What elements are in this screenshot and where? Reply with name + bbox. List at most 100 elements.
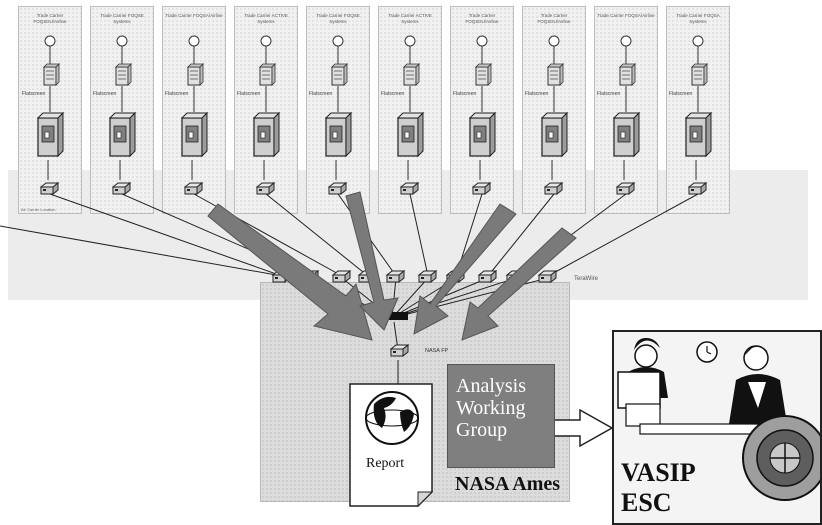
group-line: Analysis: [456, 375, 526, 397]
tower-server-icon: [685, 112, 712, 157]
device-label: Flatscreen: [165, 91, 189, 97]
column-label: Trade Carrier FOQSE Systems: [316, 13, 360, 24]
node-circle-icon: [620, 35, 632, 47]
tower-server-icon: [613, 112, 640, 157]
server-label: NASA FP: [425, 348, 449, 354]
network-router-icon: [544, 182, 563, 195]
flow-arrow: [553, 408, 614, 448]
terawire-label: TeraWire: [574, 276, 599, 282]
column-device-group: [469, 35, 496, 195]
network-router-icon: [472, 182, 491, 195]
device-label: Flatscreen: [525, 91, 549, 97]
network-router-icon: [332, 270, 351, 283]
airline-column: Trade Carrier FOQSDU/Airline: [522, 6, 586, 214]
flow-arrows: [207, 191, 577, 341]
network-router-icon: [616, 182, 635, 195]
flow-arrow: [207, 203, 373, 341]
network-router-icon: [184, 182, 203, 195]
node-circle-icon: [44, 35, 56, 47]
tower-server-icon: [37, 112, 64, 157]
network-router-icon: [386, 270, 405, 283]
device-label: Flatscreen: [309, 91, 333, 97]
tower-server-icon: [181, 112, 208, 157]
monitor-icon: [187, 63, 204, 86]
globe-icon: [365, 391, 419, 445]
group-line: Group: [456, 419, 508, 441]
monitor-icon: [619, 63, 636, 86]
airline-column: Trade Carrier FOQSA/Airline: [162, 6, 226, 214]
monitor-icon: [475, 63, 492, 86]
flow-arrow: [413, 203, 517, 335]
vasip-line: VASIP: [621, 458, 696, 487]
column-label: Trade Carrier FOQSA/Airline: [597, 13, 655, 18]
column-label: Trade Carrier FOQSDU/Airline: [33, 13, 67, 24]
device-label: Flatscreen: [237, 91, 261, 97]
column-device-group: [37, 35, 64, 195]
flow-arrow: [345, 191, 399, 331]
analysis-working-group-label: Analysis Working Group: [456, 375, 526, 441]
flow-arrow: [461, 227, 577, 341]
network-router-icon: [538, 270, 557, 283]
column-label: Trade Carrier FOQSE Systems: [100, 13, 144, 24]
network-router-icon: [478, 270, 497, 283]
column-device-group: [109, 35, 136, 195]
device-label: Flatscreen: [93, 91, 117, 97]
column-label: Trade Carrier FOQSDU/Airline: [537, 13, 571, 24]
nasa-ames-label: NASA Ames: [455, 473, 561, 495]
central-hub: [378, 312, 408, 320]
column-device-group: [181, 35, 208, 195]
network-router-icon: [688, 182, 707, 195]
monitor-icon: [403, 63, 420, 86]
column-device-group: [397, 35, 424, 195]
node-circle-icon: [116, 35, 128, 47]
vasip-esc-title: VASIP ESC: [621, 458, 696, 518]
monitor-icon: [259, 63, 276, 86]
device-label: Flatscreen: [597, 91, 621, 97]
column-devices: [37, 35, 712, 195]
node-circle-icon: [332, 35, 344, 47]
device-label: Flatscreen: [381, 91, 405, 97]
air-carrier-location-label: Air Carrier Location: [21, 207, 56, 212]
network-router-icon: [256, 182, 275, 195]
monitor-icon: [547, 63, 564, 86]
tower-server-icon: [325, 112, 352, 157]
column-label: Trade Carrier ACTIVE Systems: [388, 13, 432, 24]
report-label: Report: [366, 456, 405, 471]
tower-server-icon: [469, 112, 496, 157]
monitor-icon: [43, 63, 60, 86]
device-label: Flatscreen: [453, 91, 477, 97]
column-label: Trade Carrier FOQSA/Airline: [165, 13, 223, 18]
network-router-icon: [400, 182, 419, 195]
column-label: Trade Carrier FOQSDU/Airline: [465, 13, 499, 24]
network-router-icon: [390, 344, 409, 357]
column-label: Trade Carrier FOQSA Systems: [676, 13, 720, 24]
column-device-group: [685, 35, 712, 195]
node-circle-icon: [476, 35, 488, 47]
network-router-icon: [40, 182, 59, 195]
column-device-group: [253, 35, 280, 195]
node-circle-icon: [260, 35, 272, 47]
tower-server-icon: [109, 112, 136, 157]
device-label: Flatscreen: [669, 91, 693, 97]
node-circle-icon: [548, 35, 560, 47]
node-circle-icon: [188, 35, 200, 47]
network-router-icon: [418, 270, 437, 283]
tower-server-icon: [541, 112, 568, 157]
node-circle-icon: [404, 35, 416, 47]
tower-server-icon: [397, 112, 424, 157]
faa-seal-icon: [742, 415, 822, 501]
column-device-group: [541, 35, 568, 195]
monitor-icon: [691, 63, 708, 86]
column-device-group: [325, 35, 352, 195]
vasip-esc-panel: [612, 330, 822, 525]
tower-server-icon: [253, 112, 280, 157]
analysis-working-group-box: Analysis Working Group: [447, 364, 555, 468]
column-label: Trade Carrier ACTIVE Systems: [244, 13, 288, 24]
group-line: Working: [456, 397, 526, 419]
monitor-icon: [331, 63, 348, 86]
column-device-group: [613, 35, 640, 195]
network-router-icon: [112, 182, 131, 195]
esc-line: ESC: [621, 488, 672, 517]
